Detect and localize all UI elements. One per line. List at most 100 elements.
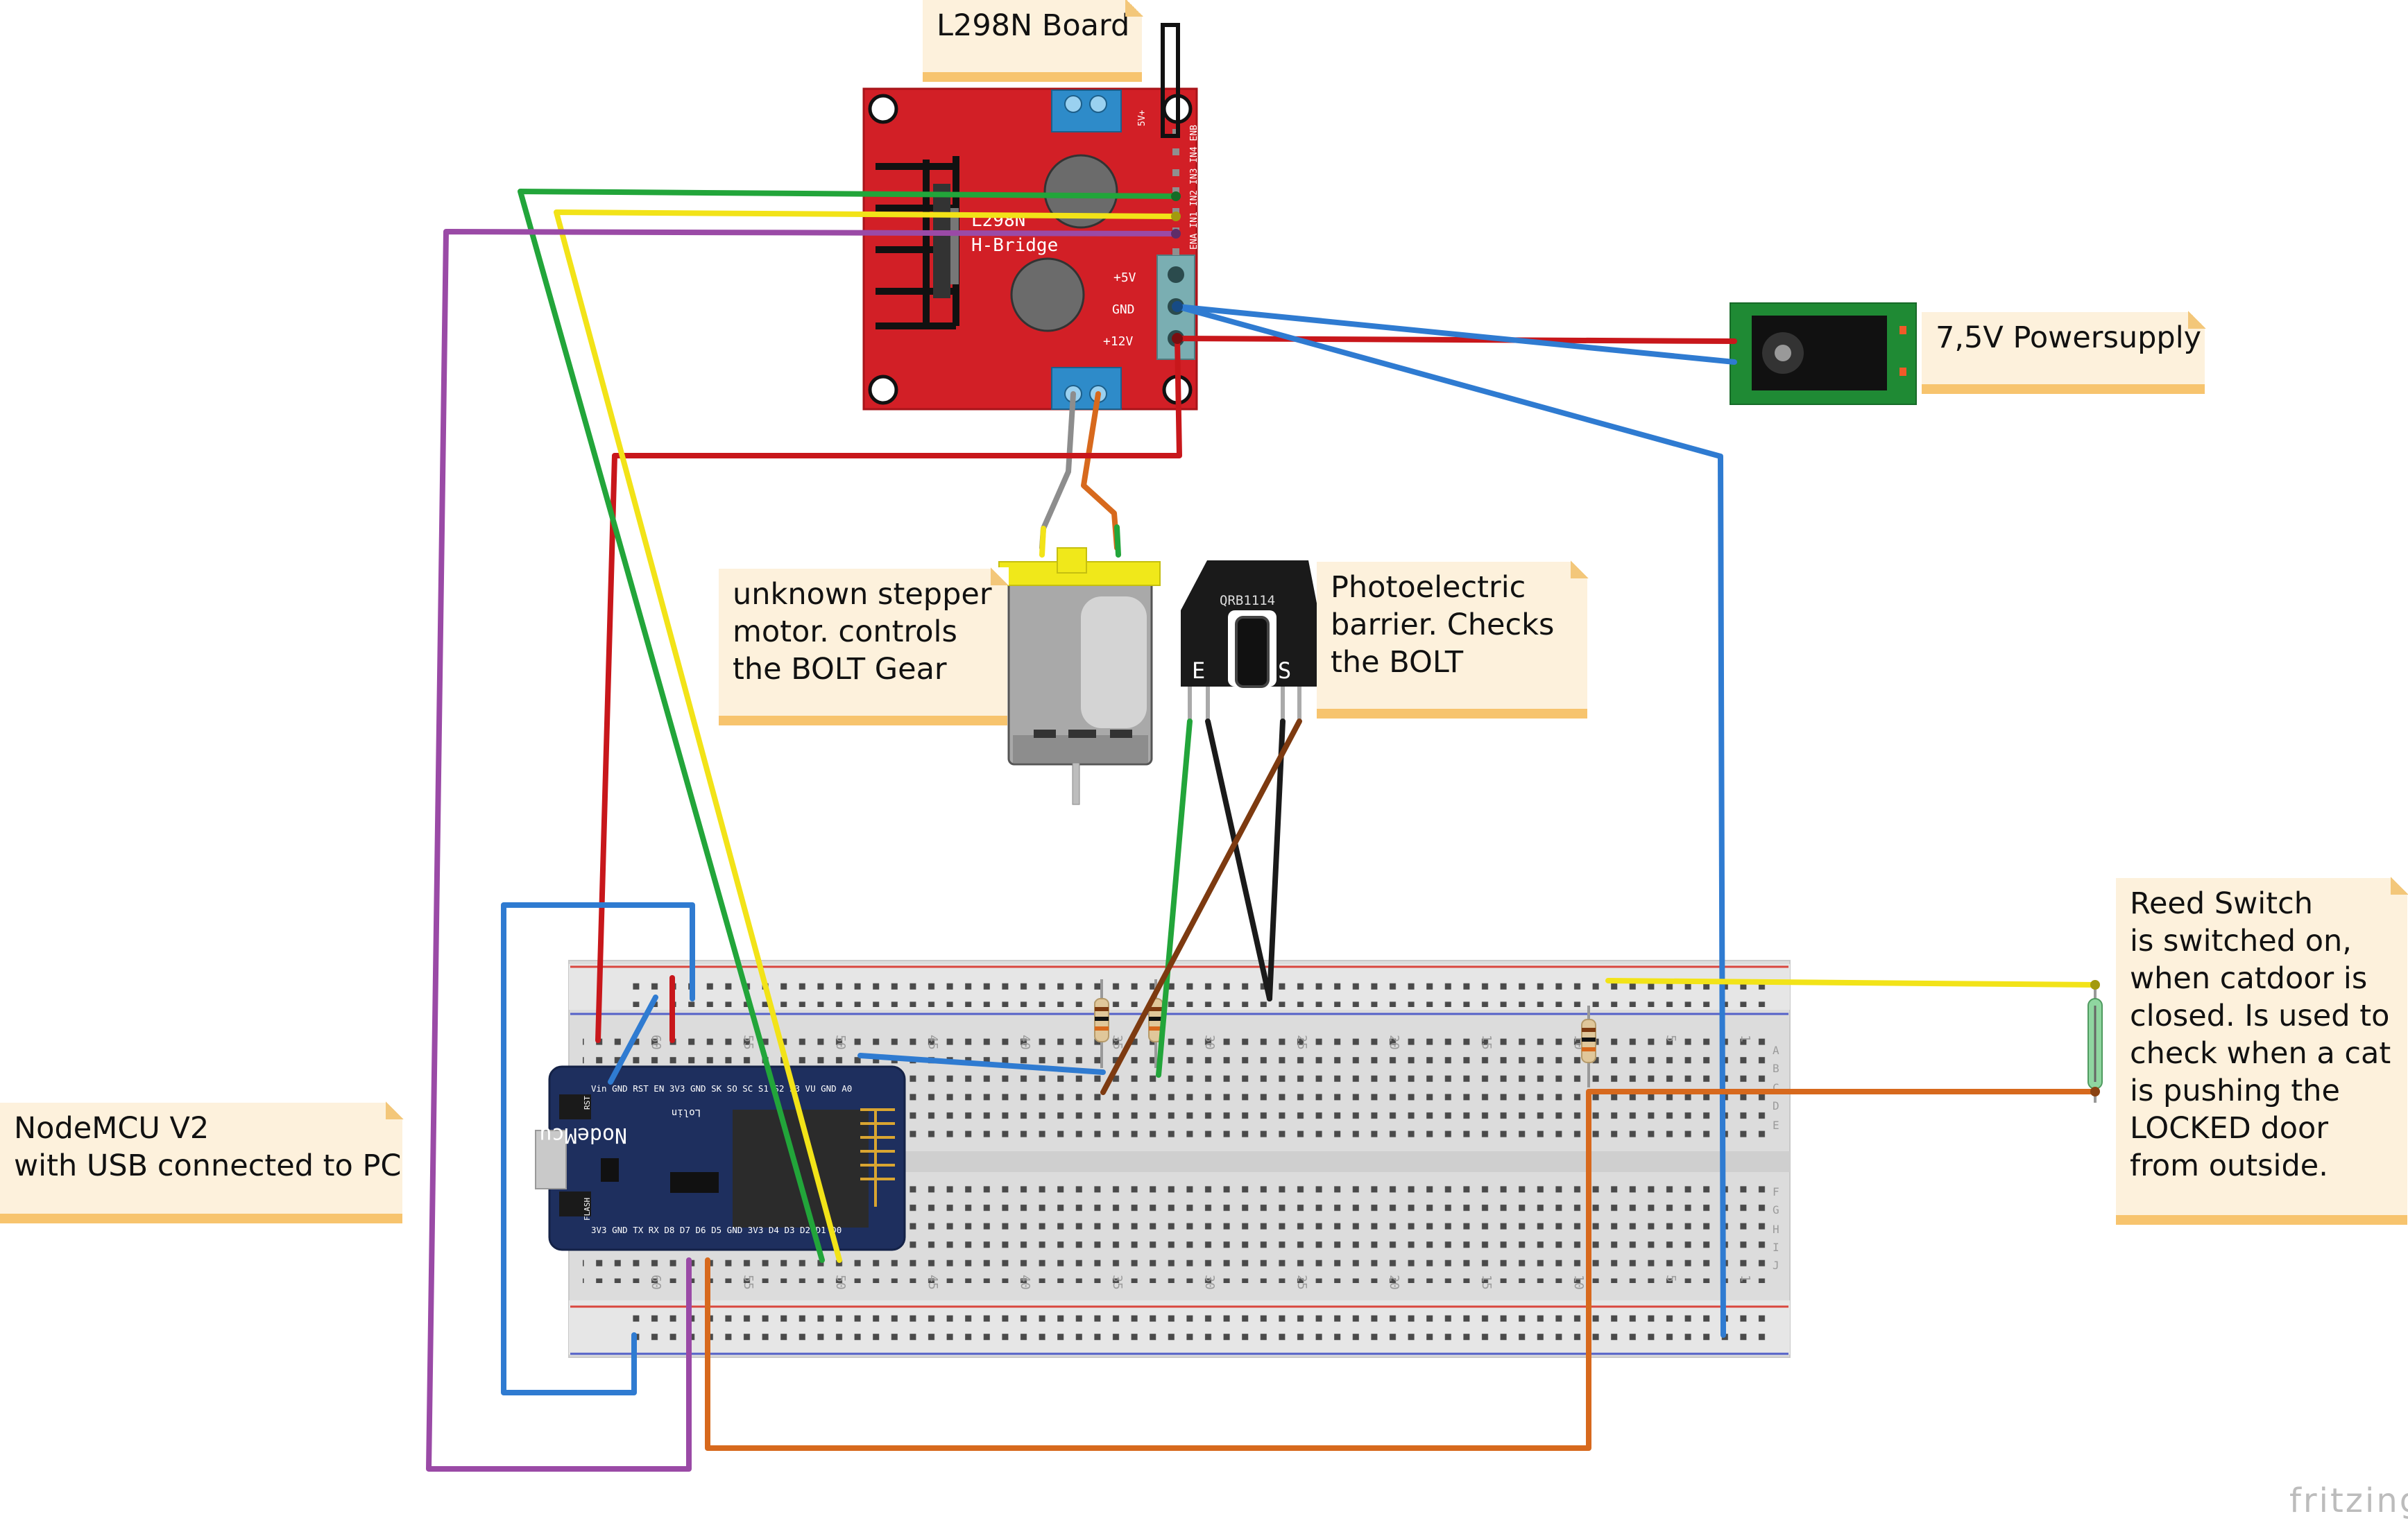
dc-motor bbox=[998, 547, 1161, 805]
wire-orange-bottom bbox=[705, 1089, 2098, 1451]
wire-sensor-black-1 bbox=[1205, 719, 1272, 1001]
row-label: F bbox=[1773, 1185, 1779, 1198]
note-reed-switch: Reed Switch is switched on, when catdoor… bbox=[2116, 877, 2408, 1225]
wire-yellow-signal bbox=[554, 209, 1179, 1263]
resistor bbox=[1094, 979, 1109, 1068]
note-line: when catdoor is bbox=[2130, 961, 2368, 996]
wire-blue-gnd bbox=[1175, 304, 1726, 1338]
col-label: 45 bbox=[925, 1275, 940, 1290]
wire-sensor-green bbox=[1156, 719, 1193, 1078]
note-line: from outside. bbox=[2130, 1148, 2328, 1183]
note-line: the BOLT Gear bbox=[733, 652, 947, 687]
col-label: 50 bbox=[833, 1275, 848, 1290]
wire-sensor-brown bbox=[1100, 719, 1302, 1095]
power-jack bbox=[1730, 302, 1917, 405]
row-labels: A B C D E F G H I J bbox=[1773, 1044, 1779, 1272]
note-line: L298N Board bbox=[937, 8, 1130, 43]
nodemcu-board: NodeMcu v3 Lolin RST FLASH Vin GND RST E… bbox=[502, 1065, 906, 1251]
col-label: 20 bbox=[1387, 1275, 1401, 1290]
wire-red-power bbox=[595, 336, 1182, 1043]
wire-motor-green-lead bbox=[1114, 524, 1121, 558]
note-line: Reed Switch bbox=[2130, 886, 2313, 921]
sensor-sensor-label: S bbox=[1278, 657, 1291, 684]
wire-motor-yellow-lead bbox=[1039, 526, 1046, 558]
top-pin-labels: Vin GND RST EN 3V3 GND SK SO SC S1 S2 S3… bbox=[591, 1083, 852, 1094]
col-label: 30 bbox=[1202, 1035, 1217, 1050]
col-label: 25 bbox=[1295, 1275, 1309, 1290]
note-line: is switched on, bbox=[2130, 924, 2352, 958]
col-label: 15 bbox=[1479, 1275, 1494, 1290]
wire-purple-signal bbox=[426, 229, 1179, 1472]
col-label: 1 bbox=[1738, 1035, 1752, 1042]
note-line: motor. controls bbox=[733, 614, 957, 649]
note-line: closed. Is used to bbox=[2130, 999, 2390, 1033]
note-line: the BOLT bbox=[1331, 645, 1464, 680]
row-label: E bbox=[1773, 1119, 1779, 1132]
col-label: 20 bbox=[1387, 1035, 1401, 1050]
column-labels-bottom: 60 55 50 45 40 35 30 25 20 15 10 5 1 bbox=[649, 1275, 1752, 1290]
note-line: LOCKED door bbox=[2130, 1111, 2329, 1146]
header-top-label: 5V+ bbox=[1137, 110, 1147, 126]
col-label: 1 bbox=[1738, 1275, 1752, 1282]
note-line: Photoelectric bbox=[1331, 570, 1526, 605]
row-label: A bbox=[1773, 1044, 1779, 1057]
fritzing-watermark: fritzing bbox=[2289, 1481, 2408, 1520]
pin-gnd-label: GND bbox=[1112, 302, 1135, 317]
row-label: H bbox=[1773, 1223, 1779, 1236]
note-line: barrier. Checks bbox=[1331, 608, 1555, 642]
note-line: is pushing the bbox=[2130, 1074, 2340, 1108]
photo-sensor: QRB1114 E S bbox=[1181, 560, 1318, 721]
pin-5v-label: +5V bbox=[1113, 270, 1136, 285]
terminal-block-bottom bbox=[1051, 367, 1122, 410]
row-label: J bbox=[1773, 1259, 1779, 1272]
col-label: 60 bbox=[649, 1035, 663, 1050]
wire-yellow-reed bbox=[1605, 978, 2098, 988]
col-label: 5 bbox=[1664, 1275, 1678, 1282]
header-input-labels: ENA IN1 IN2 IN3 IN4 ENB bbox=[1189, 125, 1199, 250]
wire-green-signal bbox=[518, 189, 1179, 1263]
col-label: 15 bbox=[1479, 1035, 1494, 1050]
l298n-board: L298N H-Bridge +5V GND +12V 5V+ ENA IN1 … bbox=[862, 87, 1199, 411]
flash-button-label: FLASH bbox=[583, 1198, 592, 1221]
col-label: 5 bbox=[1664, 1035, 1678, 1042]
col-label: 40 bbox=[1018, 1275, 1032, 1290]
col-label: 35 bbox=[1110, 1035, 1125, 1050]
wire-blue-short bbox=[608, 995, 658, 1085]
col-label: 60 bbox=[649, 1275, 663, 1290]
wire-blue-signal bbox=[857, 1053, 1106, 1075]
note-line: NodeMCU V2 bbox=[14, 1111, 210, 1146]
wire-blue-left bbox=[501, 902, 695, 1395]
note-line: 7,5V Powersupply bbox=[1936, 320, 2202, 355]
row-label: I bbox=[1773, 1241, 1779, 1254]
col-label: 35 bbox=[1110, 1275, 1125, 1290]
wire-blue-supply bbox=[1175, 304, 1737, 365]
nodemcu-title: NodeMcu v3 bbox=[502, 1123, 627, 1147]
wire-sensor-black-2 bbox=[1267, 719, 1286, 1001]
row-label: D bbox=[1773, 1099, 1779, 1112]
col-label: 10 bbox=[1571, 1275, 1586, 1290]
col-label: 55 bbox=[741, 1275, 755, 1290]
sensor-emitter-label: E bbox=[1192, 657, 1205, 684]
note-line: check when a cat bbox=[2130, 1036, 2391, 1071]
jumper-cap bbox=[1161, 23, 1180, 138]
note-power-supply: 7,5V Powersupply bbox=[1922, 311, 2206, 394]
note-line: unknown stepper bbox=[733, 577, 992, 612]
row-label: C bbox=[1773, 1081, 1779, 1094]
col-label: 55 bbox=[741, 1035, 755, 1050]
row-label: B bbox=[1773, 1062, 1779, 1075]
chip-sub: H-Bridge bbox=[971, 235, 1058, 256]
note-l298n-board: L298N Board bbox=[923, 0, 1143, 82]
sensor-part-number: QRB1114 bbox=[1220, 593, 1275, 608]
note-photo-barrier: Photoelectric barrier. Checks the BOLT bbox=[1317, 560, 1589, 719]
reed-switch bbox=[2087, 983, 2103, 1103]
col-label: 30 bbox=[1202, 1275, 1217, 1290]
col-label: 45 bbox=[925, 1035, 940, 1050]
wires bbox=[426, 189, 2098, 1472]
terminal-block-top bbox=[1051, 89, 1122, 132]
row-label: G bbox=[1773, 1203, 1779, 1216]
nodemcu-vendor: Lolin bbox=[672, 1107, 701, 1118]
wire-motor-orange bbox=[1081, 391, 1120, 551]
col-label: 50 bbox=[833, 1035, 848, 1050]
resistor bbox=[1581, 1006, 1596, 1087]
